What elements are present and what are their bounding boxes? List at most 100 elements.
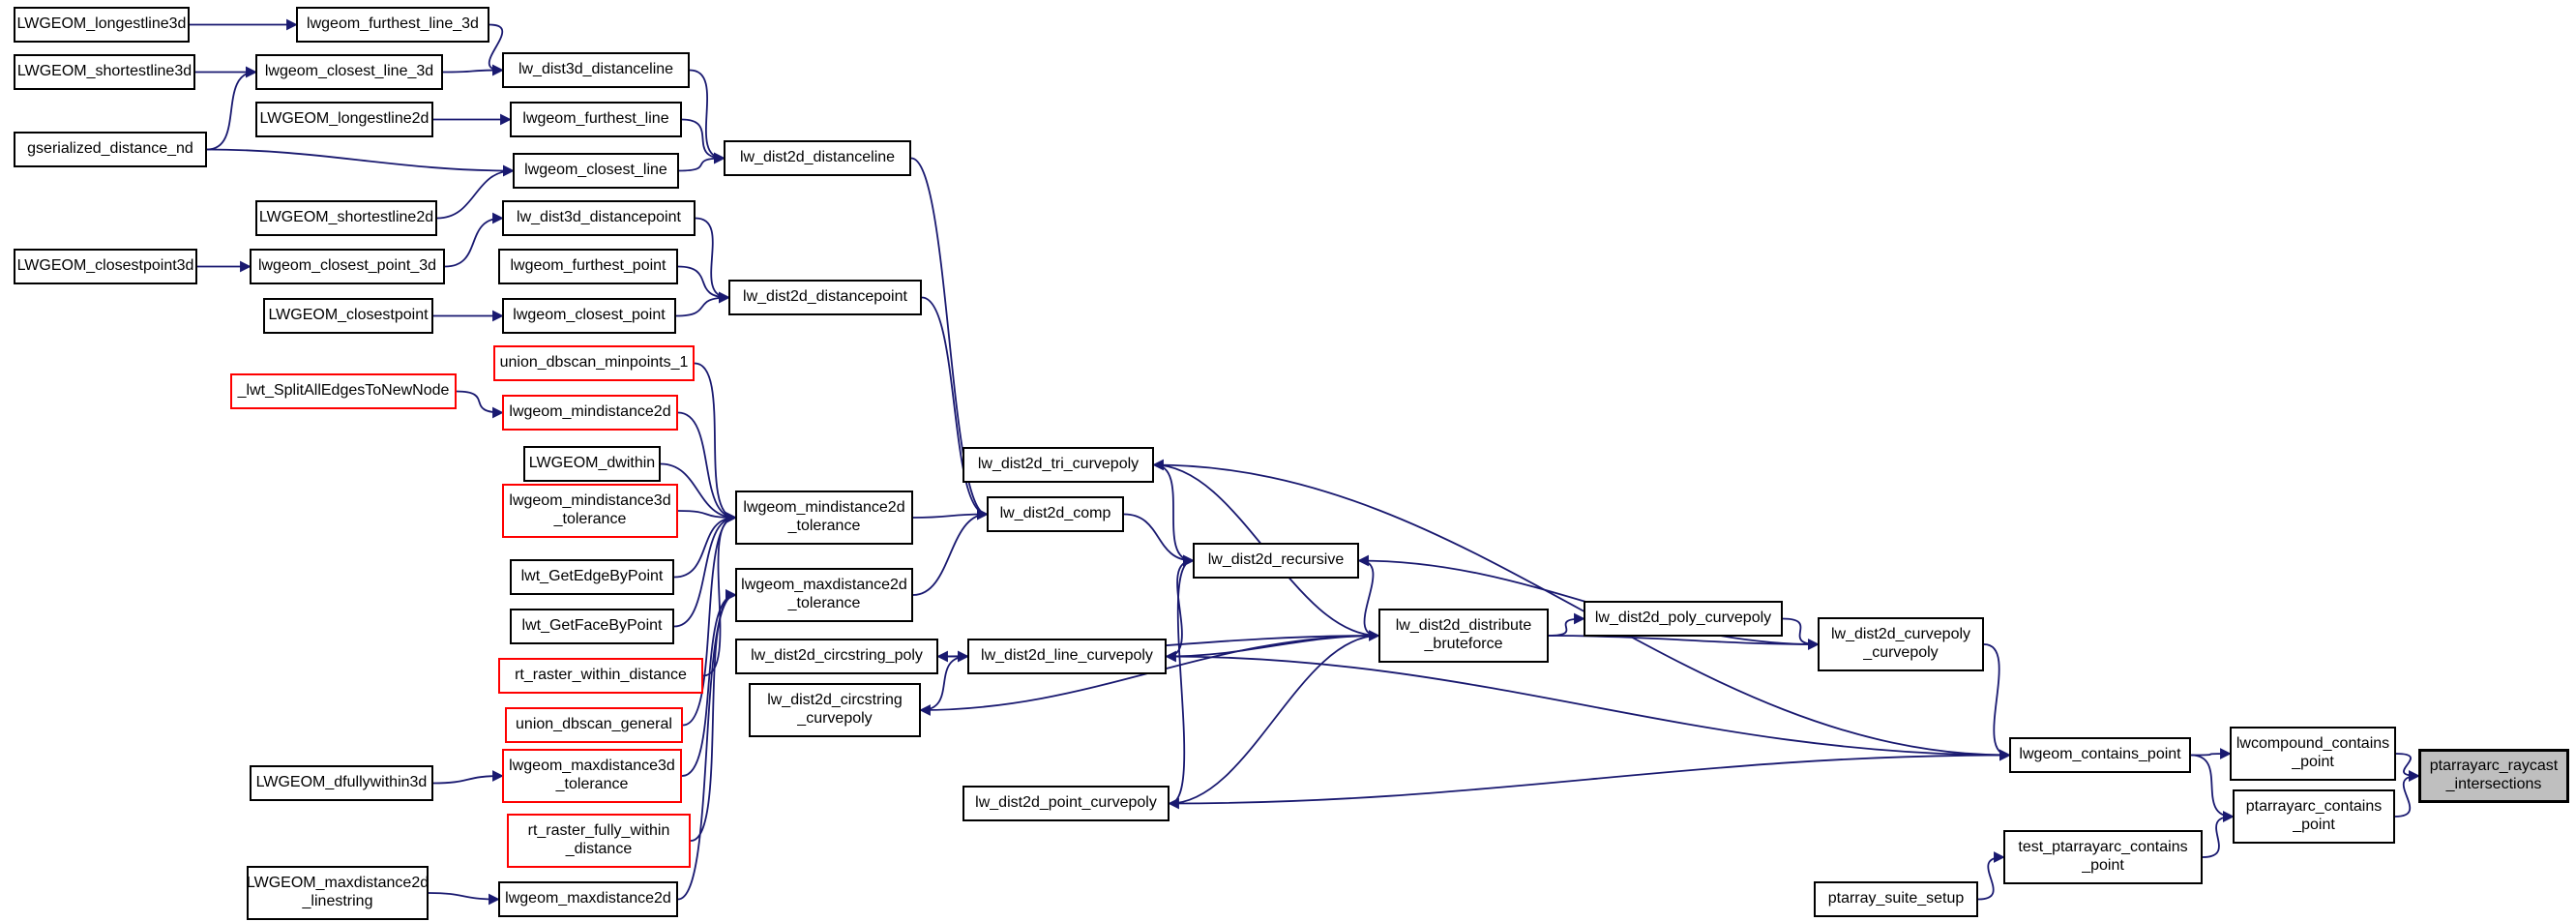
- node-lw_dist2d_circstring_curvepoly[interactable]: lw_dist2d_circstring _curvepoly: [749, 683, 921, 737]
- node-label: ptarrayarc_contains _point: [2245, 798, 2383, 833]
- node-LWGEOM_maxdistance2d_linestring[interactable]: LWGEOM_maxdistance2d _linestring: [247, 866, 429, 920]
- node-lwgeom_closest_line_3d[interactable]: lwgeom_closest_line_3d: [255, 54, 443, 90]
- node-label: LWGEOM_closestpoint3d: [16, 257, 194, 275]
- node-lw_dist2d_recursive[interactable]: lw_dist2d_recursive: [1193, 543, 1359, 579]
- edge-lwgeom_closest_line_3d--lw_dist3d_distanceline: [442, 64, 504, 76]
- node-rt_raster_within_distance[interactable]: rt_raster_within_distance: [498, 658, 703, 694]
- node-lwcompound_contains_point[interactable]: lwcompound_contains _point: [2230, 727, 2396, 781]
- node-lwgeom_maxdistance2d[interactable]: lwgeom_maxdistance2d: [498, 881, 678, 917]
- node-lw_dist2d_line_curvepoly[interactable]: lw_dist2d_line_curvepoly: [967, 639, 1167, 674]
- node-_lwt_SplitAllEdgesToNewNode[interactable]: _lwt_SplitAllEdgesToNewNode: [230, 373, 457, 409]
- node-lwgeom_maxdistance3d_tolerance[interactable]: lwgeom_maxdistance3d _tolerance: [502, 749, 682, 803]
- node-lwgeom_mindistance2d[interactable]: lwgeom_mindistance2d: [502, 395, 678, 431]
- node-lwgeom_closest_point_3d[interactable]: lwgeom_closest_point_3d: [250, 249, 445, 284]
- node-lwt_GetEdgeByPoint[interactable]: lwt_GetEdgeByPoint: [510, 559, 674, 595]
- node-gserialized_distance_nd[interactable]: gserialized_distance_nd: [14, 132, 207, 167]
- node-LWGEOM_closestpoint[interactable]: LWGEOM_closestpoint: [263, 298, 433, 334]
- node-test_ptarrayarc_contains_point[interactable]: test_ptarrayarc_contains _point: [2003, 830, 2203, 884]
- node-label: lw_dist2d_distancepoint: [743, 288, 907, 306]
- edge-LWGEOM_dfullywithin3d--lwgeom_maxdistance3d_tolerance: [432, 770, 504, 785]
- node-label: lw_dist2d_comp: [999, 505, 1111, 522]
- node-lw_dist2d_poly_curvepoly[interactable]: lw_dist2d_poly_curvepoly: [1584, 601, 1783, 637]
- node-LWGEOM_shortestline2d[interactable]: LWGEOM_shortestline2d: [255, 200, 437, 236]
- node-LWGEOM_dwithin[interactable]: LWGEOM_dwithin: [523, 446, 661, 482]
- edge-LWGEOM_maxdistance2d_linestring--lwgeom_maxdistance2d: [428, 892, 500, 906]
- node-lwgeom_furthest_line_3d[interactable]: lwgeom_furthest_line_3d: [296, 7, 489, 43]
- node-label: _lwt_SplitAllEdgesToNewNode: [237, 382, 450, 400]
- node-lw_dist2d_circstring_poly[interactable]: lw_dist2d_circstring_poly: [735, 639, 938, 674]
- edge-lwgeom_furthest_point--lw_dist2d_distancepoint: [677, 265, 730, 304]
- node-rt_raster_fully_within_distance[interactable]: rt_raster_fully_within _distance: [507, 814, 691, 868]
- node-label: lwgeom_closest_line_3d: [264, 63, 434, 80]
- node-label: lwt_GetFaceByPoint: [521, 617, 663, 635]
- node-LWGEOM_longestline3d[interactable]: LWGEOM_longestline3d: [14, 7, 190, 43]
- node-label: LWGEOM_longestline3d: [16, 15, 187, 33]
- edge-lw_dist2d_distancepoint--lw_dist2d_comp: [921, 296, 989, 520]
- edge-lw_dist2d_recursive--lw_dist2d_distribute_bruteforce: [1358, 559, 1380, 641]
- node-label: lw_dist2d_curvepoly _curvepoly: [1830, 626, 1971, 661]
- node-lwgeom_mindistance3d_tolerance[interactable]: lwgeom_mindistance3d _tolerance: [502, 484, 678, 538]
- node-lwgeom_maxdistance2d_tolerance[interactable]: lwgeom_maxdistance2d _tolerance: [735, 568, 913, 622]
- node-label: lw_dist2d_circstring _curvepoly: [767, 692, 903, 727]
- edge-ptarray_suite_setup--test_ptarrayarc_contains_point: [1977, 851, 2005, 901]
- edge-ptarrayarc_contains_point--ptarrayarc_raycast_intersections: [2394, 770, 2420, 818]
- node-label: lwgeom_maxdistance2d _tolerance: [741, 577, 907, 611]
- node-lw_dist2d_distancepoint[interactable]: lw_dist2d_distancepoint: [728, 280, 922, 315]
- node-label: LWGEOM_dwithin: [528, 455, 656, 472]
- node-label: test_ptarrayarc_contains _point: [2018, 839, 2188, 874]
- edge-rt_raster_fully_within_distance--lwgeom_maxdistance2d_tolerance: [690, 589, 737, 842]
- node-label: lwgeom_contains_point: [2019, 746, 2181, 763]
- node-ptarrayarc_raycast_intersections: ptarrayarc_raycast _intersections: [2418, 749, 2569, 803]
- node-lwt_GetFaceByPoint[interactable]: lwt_GetFaceByPoint: [510, 609, 674, 644]
- edge-lw_dist2d_distanceline--lw_dist2d_comp: [910, 157, 989, 520]
- node-label: lwgeom_closest_line: [524, 162, 667, 179]
- node-lw_dist2d_comp[interactable]: lw_dist2d_comp: [987, 496, 1124, 532]
- node-lw_dist2d_point_curvepoly[interactable]: lw_dist2d_point_curvepoly: [962, 786, 1170, 821]
- node-LWGEOM_shortestline3d[interactable]: LWGEOM_shortestline3d: [14, 54, 195, 90]
- node-lw_dist2d_tri_curvepoly[interactable]: lw_dist2d_tri_curvepoly: [962, 447, 1154, 483]
- node-lwgeom_contains_point[interactable]: lwgeom_contains_point: [2009, 737, 2191, 773]
- node-union_dbscan_minpoints_1[interactable]: union_dbscan_minpoints_1: [493, 345, 695, 381]
- node-label: LWGEOM_longestline2d: [259, 110, 429, 128]
- node-lwgeom_furthest_line[interactable]: lwgeom_furthest_line: [510, 102, 682, 137]
- edge-lw_dist3d_distancepoint--lw_dist2d_distancepoint: [695, 217, 730, 304]
- node-lw_dist3d_distancepoint[interactable]: lw_dist3d_distancepoint: [502, 200, 696, 236]
- node-ptarray_suite_setup[interactable]: ptarray_suite_setup: [1814, 881, 1978, 917]
- node-label: lwgeom_mindistance2d: [509, 403, 671, 421]
- node-ptarrayarc_contains_point[interactable]: ptarrayarc_contains _point: [2233, 789, 2395, 844]
- edge-lwgeom_mindistance2d--lwgeom_mindistance2d_tolerance: [677, 411, 737, 523]
- node-lw_dist2d_distribute_bruteforce[interactable]: lw_dist2d_distribute _bruteforce: [1378, 609, 1549, 663]
- edge-_lwt_SplitAllEdgesToNewNode--lwgeom_mindistance2d: [456, 390, 504, 419]
- node-LWGEOM_dfullywithin3d[interactable]: LWGEOM_dfullywithin3d: [250, 765, 433, 801]
- node-label: lwt_GetEdgeByPoint: [520, 568, 664, 585]
- node-label: lw_dist2d_distanceline: [739, 149, 896, 166]
- node-label: ptarrayarc_raycast _intersections: [2429, 758, 2559, 792]
- edge-LWGEOM_dwithin--lwgeom_mindistance2d_tolerance: [660, 462, 737, 523]
- node-union_dbscan_general[interactable]: union_dbscan_general: [505, 707, 683, 743]
- edge-lw_dist2d_line_curvepoly--lwgeom_contains_point: [1166, 655, 2011, 761]
- node-label: LWGEOM_closestpoint: [268, 307, 429, 324]
- node-lwgeom_closest_point[interactable]: lwgeom_closest_point: [502, 298, 676, 334]
- edge-lw_dist2d_poly_curvepoly--lw_dist2d_curvepoly_curvepoly: [1782, 617, 1820, 650]
- node-LWGEOM_closestpoint3d[interactable]: LWGEOM_closestpoint3d: [14, 249, 197, 284]
- node-label: lwgeom_closest_point_3d: [257, 257, 437, 275]
- node-label: lw_dist3d_distanceline: [518, 61, 674, 78]
- edge-lwgeom_contains_point--lwcompound_contains_point: [2190, 748, 2232, 759]
- edge-lw_dist2d_distribute_bruteforce--lw_dist2d_poly_curvepoly: [1548, 612, 1585, 637]
- node-lwgeom_furthest_point[interactable]: lwgeom_furthest_point: [498, 249, 678, 284]
- node-label: LWGEOM_shortestline3d: [16, 63, 192, 80]
- node-label: lwgeom_furthest_line_3d: [307, 15, 479, 33]
- node-label: lw_dist2d_poly_curvepoly: [1594, 610, 1772, 627]
- node-label: lwgeom_maxdistance3d _tolerance: [509, 758, 675, 792]
- edge-lw_dist2d_curvepoly_curvepoly--lwgeom_contains_point: [1983, 643, 2011, 761]
- node-lw_dist3d_distanceline[interactable]: lw_dist3d_distanceline: [502, 52, 690, 88]
- edge-lwt_GetFaceByPoint--lwgeom_mindistance2d_tolerance: [673, 512, 737, 628]
- node-label: ptarray_suite_setup: [1827, 890, 1965, 907]
- edge-lw_dist3d_distanceline--lw_dist2d_distanceline: [689, 69, 725, 164]
- node-lwgeom_closest_line[interactable]: lwgeom_closest_line: [513, 153, 679, 189]
- node-lw_dist2d_curvepoly_curvepoly[interactable]: lw_dist2d_curvepoly _curvepoly: [1818, 617, 1984, 671]
- node-LWGEOM_longestline2d[interactable]: LWGEOM_longestline2d: [255, 102, 433, 137]
- node-lwgeom_mindistance2d_tolerance[interactable]: lwgeom_mindistance2d _tolerance: [735, 491, 913, 545]
- node-lw_dist2d_distanceline[interactable]: lw_dist2d_distanceline: [724, 140, 911, 176]
